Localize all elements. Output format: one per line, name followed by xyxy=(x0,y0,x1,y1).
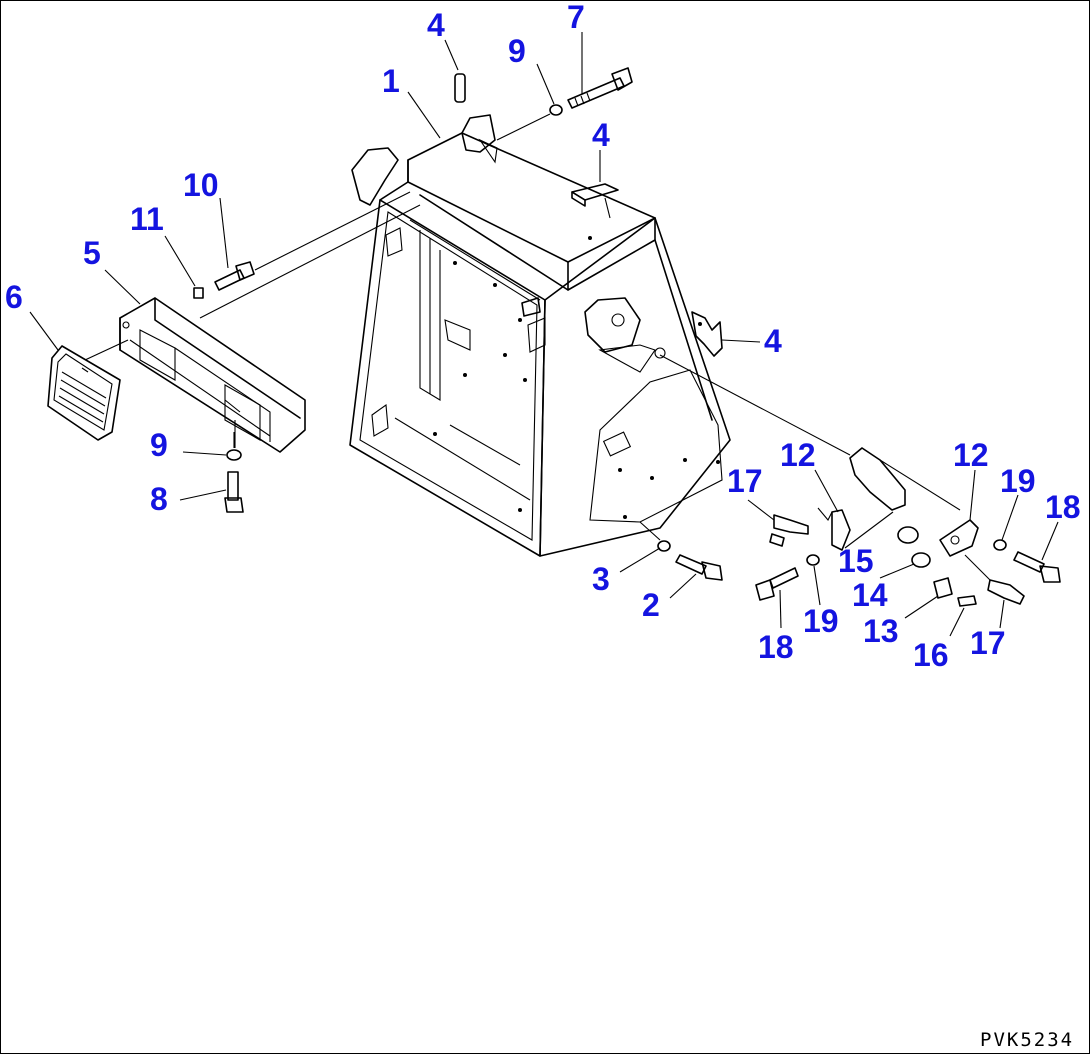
part-10-bolt xyxy=(214,261,255,291)
main-housing xyxy=(349,114,731,557)
callout-4: 4 xyxy=(764,323,782,359)
callout-9: 9 xyxy=(150,427,168,463)
callout-16: 16 xyxy=(913,637,949,673)
part-15-clamp xyxy=(849,447,961,544)
part-7-bolt xyxy=(567,67,633,109)
part-16-pin xyxy=(957,595,977,607)
part-9-washer-bottom xyxy=(226,449,242,461)
part-17-fitting-right xyxy=(987,579,1025,605)
callout-5: 5 xyxy=(83,235,101,271)
callout-17: 17 xyxy=(727,463,763,499)
part-18-bolt-right xyxy=(1013,551,1061,583)
callout-18: 18 xyxy=(758,629,794,665)
callout-4: 4 xyxy=(427,7,445,43)
part-4-right-block xyxy=(571,183,619,219)
callout-17: 17 xyxy=(970,625,1006,661)
part-19-washer-left xyxy=(806,554,820,566)
callout-18: 18 xyxy=(1045,489,1081,525)
callout-7: 7 xyxy=(567,0,585,35)
part-9-washer-top xyxy=(549,104,563,116)
part-5-light-box xyxy=(119,297,306,453)
leader-lines xyxy=(29,32,1059,637)
part-17-fitting-left xyxy=(769,514,809,547)
callout-3: 3 xyxy=(592,561,610,597)
callout-10: 10 xyxy=(183,167,219,203)
callout-19: 19 xyxy=(803,603,839,639)
callout-11: 11 xyxy=(130,201,164,237)
part-18-bolt-left xyxy=(755,567,799,601)
part-4-top-pin xyxy=(454,73,466,103)
callout-6: 6 xyxy=(5,279,23,315)
part-8-bolt xyxy=(224,471,244,513)
part-12-bracket-right xyxy=(939,519,979,557)
callout-19: 19 xyxy=(1000,463,1036,499)
part-19-washer-right xyxy=(993,539,1007,551)
part-12-bracket-left xyxy=(817,507,851,551)
callout-8: 8 xyxy=(150,481,168,517)
callout-14: 14 xyxy=(852,577,888,613)
callout-1: 1 xyxy=(382,63,400,99)
part-4-side-clip xyxy=(691,311,723,357)
callout-12: 12 xyxy=(953,437,989,473)
part-2-bolt xyxy=(675,554,723,581)
callout-15: 15 xyxy=(838,543,874,579)
callout-4: 4 xyxy=(592,117,610,153)
housing-holes xyxy=(433,236,720,519)
part-11-washer xyxy=(193,287,204,299)
part-3-washer xyxy=(657,540,671,552)
callout-13: 13 xyxy=(863,613,899,649)
document-code: PVK5234 xyxy=(980,1029,1074,1051)
callout-labels: 1 4 9 7 4 10 11 5 6 4 9 8 12 12 17 19 18… xyxy=(5,0,1081,673)
callout-2: 2 xyxy=(642,587,660,623)
callout-9: 9 xyxy=(508,33,526,69)
part-14-cap xyxy=(911,552,931,568)
part-13-plug xyxy=(933,577,953,599)
part-6-grille xyxy=(47,345,121,441)
callout-12: 12 xyxy=(780,437,816,473)
